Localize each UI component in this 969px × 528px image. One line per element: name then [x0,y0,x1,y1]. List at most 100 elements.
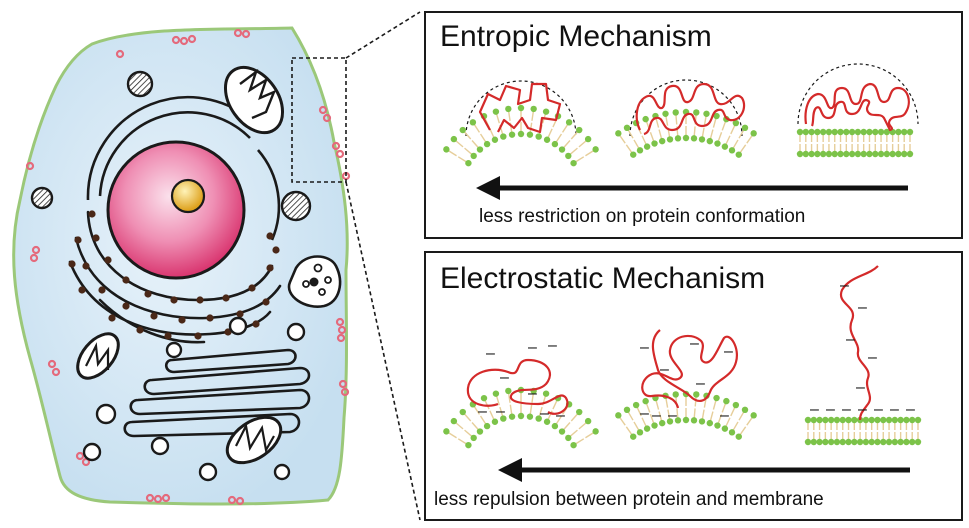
lipid-head [895,150,902,158]
lipid-head [839,416,846,424]
lipid-head [690,135,698,142]
lipid-head [483,140,491,148]
lipid-head [674,135,682,142]
negative-charge: – [486,345,495,362]
lipid-head [816,416,823,424]
membrane-receptors [25,28,351,506]
centriole-right [280,190,312,222]
lipid-head [500,415,507,422]
lipid-head [698,418,706,425]
lipid-head [721,425,729,432]
negative-charge: – [868,349,877,366]
lipid-head [459,408,466,416]
lipid-head [584,135,592,143]
lipid-head [810,416,817,424]
lipid-head [443,428,450,435]
nucleolus [170,178,206,214]
lipid-head [750,130,757,137]
lipid-head [728,429,736,436]
lipid-head [543,136,551,143]
lipid-head [642,397,649,405]
lipid-head [885,416,893,424]
zoom-box [291,57,347,183]
negative-charge: – [528,385,537,402]
zoom-line-bottom [345,181,421,521]
lipid-head [822,438,829,446]
lipid-head [883,150,891,158]
cell [12,26,351,506]
negative-charge: – [652,407,661,424]
lipid-head [672,109,679,116]
negative-charge: – [660,361,669,378]
lipid-head [796,128,804,136]
lipid-head [658,419,666,427]
lipid-head [508,413,516,420]
lipid-head [854,128,862,136]
lipid-head [897,438,904,446]
electrostatic-panel-caption: less repulsion between protein and membr… [434,489,824,510]
lipid-head [827,416,835,424]
lipid-head [825,128,833,136]
negative-charge: – [724,343,733,360]
lipid-head [558,428,566,435]
lipid-head [885,438,893,446]
lipid-head [576,126,583,134]
negative-charge: – [826,401,835,418]
lipid-head [839,438,846,446]
lipid-head [690,417,698,424]
negative-charge: – [478,403,487,420]
lipid-head [713,112,720,120]
lipid-head [891,438,899,446]
negative-charge: – [696,375,705,392]
negative-charge: – [668,407,677,424]
lipid-head [845,438,852,446]
protein-chain [466,358,569,415]
lipid-head [868,416,875,424]
negative-charge: – [906,401,915,418]
lipid-head [630,433,637,440]
lipid-head [623,406,631,414]
centriole-left [30,186,54,210]
lipid-head [897,416,904,424]
lipid-head [714,140,721,147]
lipid-head [584,417,592,425]
lipid-head [666,418,674,425]
lipid-head [651,422,658,429]
negative-charge: – [858,299,867,316]
lipid-head [576,408,583,416]
lipid-head [698,136,706,143]
ribosomes [68,210,280,340]
lipid-head [901,150,908,158]
negative-charge: – [556,407,565,424]
lipid-bilayer-mid-curvature [615,108,757,158]
entropic-curved-high [443,80,599,167]
negative-charge: – [540,405,549,422]
protein-chain [641,329,738,409]
lipid-head [706,137,714,145]
electrostatic-curved-mid [615,329,757,440]
mitochondrion-top [223,65,285,135]
lipid-head [732,401,740,409]
lipid-head [706,419,714,427]
lipid-head [615,412,622,419]
entropic-arrow-head [476,176,500,200]
lipid-head [526,131,534,138]
lipid-head [874,416,881,424]
lipid-head [636,429,644,436]
zoom-indicator [291,11,421,521]
lipid-head [505,387,512,395]
lipid-head [741,406,749,414]
lipid-head [672,391,679,398]
lipid-head [866,128,873,136]
lipid-head [592,146,599,153]
lipid-head [732,119,740,127]
lipid-head [643,143,651,150]
lipid-head [565,152,572,160]
negative-charge: – [496,403,505,420]
negative-charge: – [842,401,851,418]
lipid-head [837,150,844,158]
lipid-head [819,128,827,136]
lipid-head [845,416,852,424]
lipid-head [874,438,881,446]
lipid-bilayer-high-curvature [443,386,599,449]
